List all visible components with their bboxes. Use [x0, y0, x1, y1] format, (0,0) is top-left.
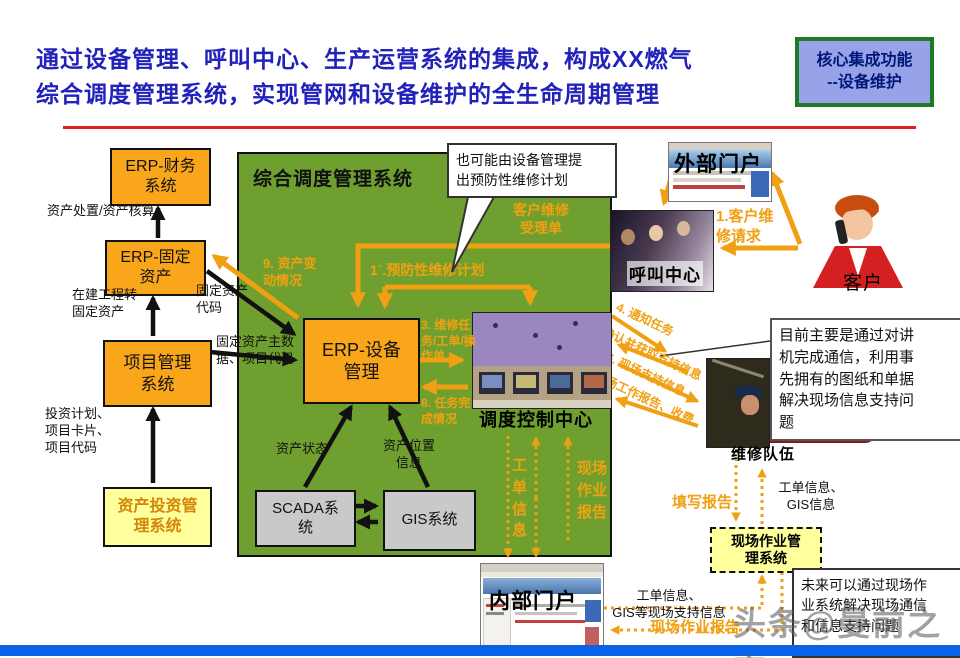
flow-1p-label: 1`.预防性维修计划 — [370, 262, 485, 278]
watermark: 头条@曼前之家 — [733, 605, 943, 658]
core-function-badge: 核心集成功能 --设备维护 — [795, 37, 934, 107]
site-ops-report-label: 现场作业报告 — [650, 619, 741, 636]
scada-box: SCADA系 统 — [255, 490, 356, 547]
agent-face — [621, 229, 635, 245]
customer-label: 客户 — [843, 273, 884, 294]
monitor — [581, 372, 607, 394]
map-dot — [573, 321, 578, 326]
monitor — [479, 372, 505, 394]
construction-to-fixed-label: 在建工程转 固定资产 — [72, 287, 138, 319]
asset-status-label: 资产状态 — [276, 441, 329, 456]
fixed-asset-code-label: 固定资产 代码 — [196, 283, 249, 315]
external-portal-screenshot — [668, 142, 772, 202]
customer-clipart — [813, 195, 903, 288]
asset-investment-box: 资产投资管 理系统 — [103, 487, 212, 547]
work-order-gis-label: 工单信息、 GIS信息 — [778, 480, 844, 512]
callout-current-comms: 目前主要是通过对讲 机完成通信，利用事 先拥有的图纸和单据 解决现场信息支持问 … — [770, 318, 960, 441]
external-portal-label: 外部门户 — [674, 153, 762, 176]
flow-2-label: 客户维修 受理单 — [513, 202, 569, 237]
repair-team-photo — [706, 358, 770, 448]
repair-team-label: 维修队伍 — [731, 446, 796, 463]
photo-thumb — [585, 627, 599, 645]
callout-future-field-system: 未来可以通过现场作 业系统解决现场通信 和信息支持问题 — [792, 568, 960, 658]
dispatch-center-photo — [472, 312, 612, 409]
banner-image — [483, 578, 601, 594]
work-order-gis-support-label: 工单信息、 GIS等现场支持信息 — [612, 588, 726, 620]
erp-finance-box: ERP-财务 系统 — [110, 148, 211, 206]
title-divider — [63, 126, 916, 129]
gis-box: GIS系统 — [383, 490, 476, 551]
browser-toolbar — [669, 143, 771, 150]
browser-toolbar — [481, 564, 603, 572]
agent-face — [649, 225, 663, 241]
content-lines — [673, 171, 767, 175]
bottom-bar — [0, 645, 960, 656]
content-lines — [673, 178, 741, 182]
investment-plan-label: 投资计划、 项目卡片、 项目代码 — [45, 406, 111, 455]
flow-9-label: 9. 资产变 动情况 — [263, 256, 317, 288]
map-dot — [557, 345, 562, 350]
content-line — [515, 620, 585, 623]
fixed-asset-master-label: 固定资产主数 据、项目代码 — [216, 334, 295, 366]
dispatch-panel-title: 综合调度管理系统 — [253, 169, 414, 190]
callout-preventive-plan: 也可能由设备管理提 出预防性维修计划 — [447, 143, 617, 198]
monitor — [547, 372, 573, 394]
nav-line — [486, 604, 504, 607]
map-dot — [533, 333, 538, 338]
pipe-line — [711, 359, 765, 379]
internal-portal-label: 内部门户 — [489, 590, 577, 613]
project-mgmt-box: 项目管理 系统 — [103, 340, 212, 407]
work-order-info-vertical-label: 工 单 信 息 — [512, 457, 528, 540]
call-center-label: 呼叫中心 — [627, 261, 703, 286]
content-line — [515, 612, 577, 615]
menu-bar — [481, 572, 603, 577]
desk-edge — [473, 400, 611, 408]
flow-8-label: 8. 任务完 成情况 — [421, 396, 471, 426]
link-column — [585, 600, 601, 622]
field-ops-box: 现场作业管 理系统 — [710, 527, 822, 573]
agent-face — [677, 221, 690, 236]
worker-cap — [735, 385, 761, 397]
worker-face — [741, 395, 759, 415]
internal-portal-screenshot — [480, 563, 604, 652]
erp-equipment-box: ERP-设备 管理 — [303, 318, 420, 404]
asset-location-label: 资产位置 信息 — [382, 438, 435, 470]
content-line — [515, 604, 585, 607]
monitor — [513, 372, 539, 394]
link-column — [751, 171, 769, 197]
site-report-vertical-label: 现场 作业 报告 — [577, 460, 608, 521]
flow-3-label: 3. 维修任 务/工单/操 作单 — [421, 318, 476, 364]
banner-image — [669, 150, 771, 168]
nav-line — [486, 612, 504, 615]
notice-line — [673, 185, 745, 189]
map-dot — [493, 323, 498, 328]
fill-report-label: 填写报告 — [672, 494, 733, 511]
dispatch-center-label: 调度控制中心 — [479, 410, 593, 430]
flow-1-label: 1.客户维 修请求 — [716, 208, 774, 245]
page-title: 通过设备管理、呼叫中心、生产运营系统的集成，构成XX燃气 综合调度管理系统，实现… — [36, 46, 693, 107]
asset-disposal-label: 资产处置/资产核算 — [47, 203, 155, 218]
